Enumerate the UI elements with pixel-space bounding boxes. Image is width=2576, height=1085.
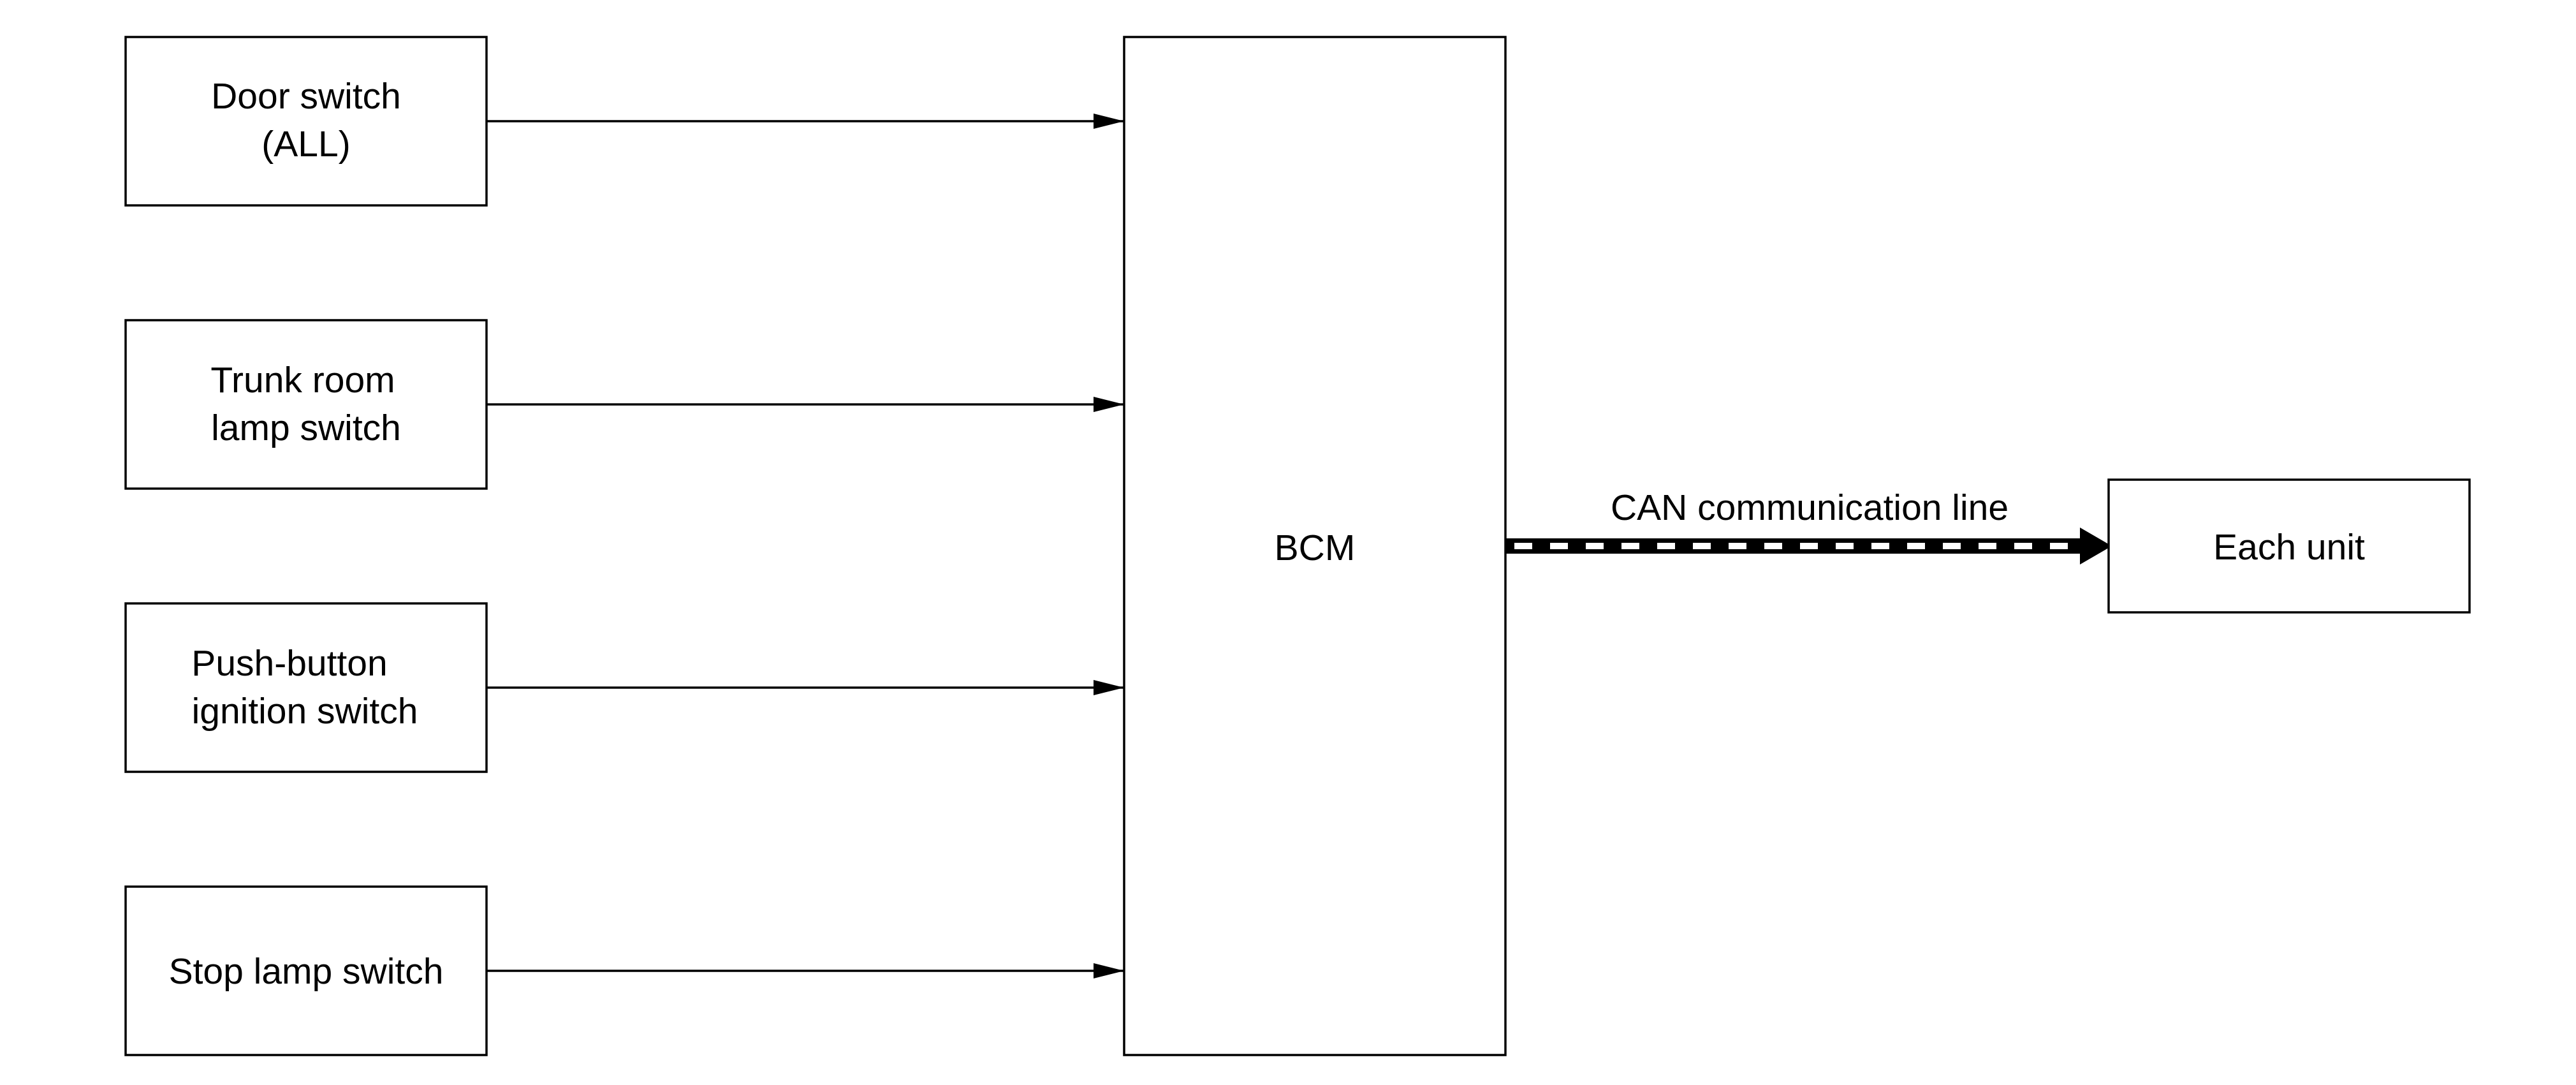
trunk-room-lamp-switch-block: Trunk room lamp switch — [124, 319, 488, 490]
door-switch-block: Door switch (ALL) — [124, 36, 488, 207]
each-unit-block: Each unit — [2107, 478, 2471, 614]
bcm-block: BCM — [1123, 36, 1507, 1056]
push-button-ignition-switch-label-line2: ignition switch — [192, 691, 418, 732]
bcm-label: BCM — [1275, 528, 1356, 568]
each-unit-label: Each unit — [2213, 527, 2365, 568]
push-button-ignition-switch-label-line1: Push-button — [191, 643, 387, 684]
trunk-room-lamp-switch-label-line2: lamp switch — [211, 408, 401, 448]
can-line-arrowhead — [2080, 528, 2112, 565]
can-communication-line-label: CAN communication line — [1611, 487, 2009, 528]
push-button-ignition-switch-block: Push-button ignition switch — [124, 602, 488, 773]
stop-lamp-switch-block: Stop lamp switch — [124, 885, 488, 1056]
stop-lamp-switch-label: Stop lamp switch — [169, 951, 444, 992]
door-switch-label-line1: Door switch — [211, 76, 401, 117]
trunk-room-lamp-switch-label-line1: Trunk room — [210, 360, 395, 401]
door-switch-label-line2: (ALL) — [261, 124, 350, 165]
can-communication-line: CAN communication line — [1505, 487, 2112, 565]
